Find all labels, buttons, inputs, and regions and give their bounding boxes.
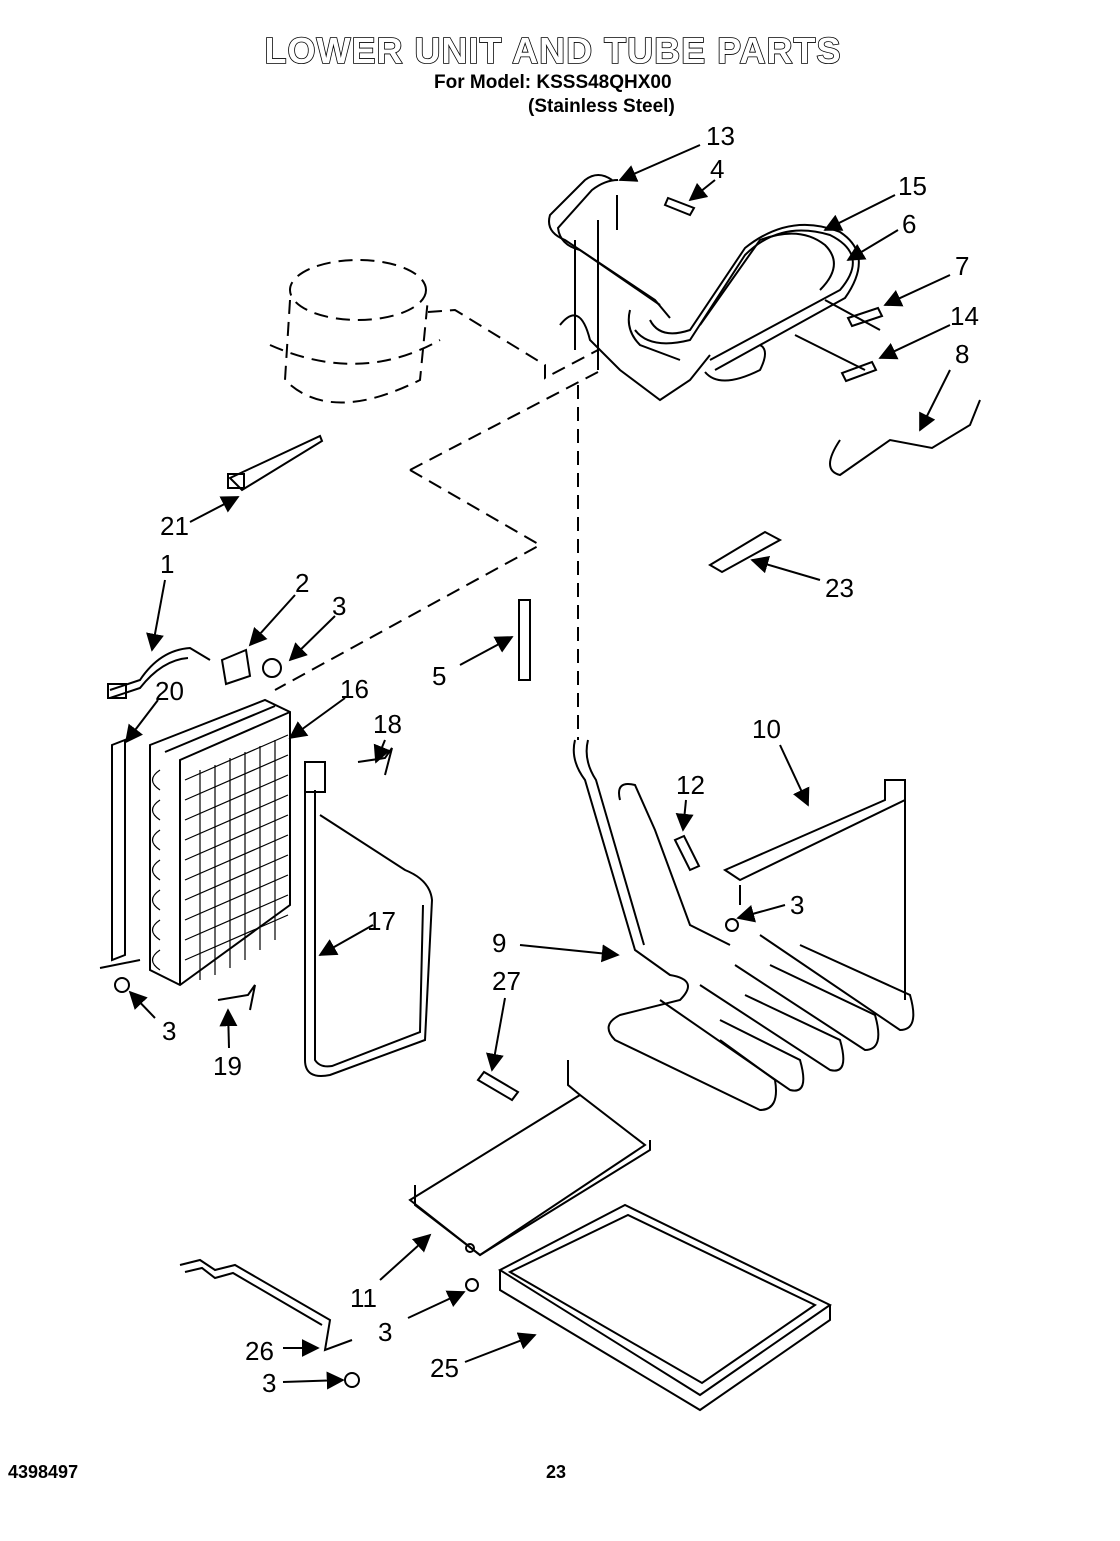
callout-3-tube: 3 xyxy=(262,1368,276,1398)
callout-25: 25 xyxy=(430,1353,459,1383)
callout-18: 18 xyxy=(373,709,402,739)
harness-parts xyxy=(107,646,282,699)
leader-lines xyxy=(124,144,951,1390)
model-variant: (Stainless Steel) xyxy=(528,96,675,117)
model-number: For Model: KSSS48QHX00 xyxy=(434,72,672,93)
callout-10: 10 xyxy=(752,714,781,744)
callout-8: 8 xyxy=(955,339,969,369)
callout-3-condenser: 3 xyxy=(162,1016,176,1046)
tube-sleeves xyxy=(476,196,884,1102)
page-number: 23 xyxy=(546,1462,567,1482)
callout-3-pan: 3 xyxy=(378,1317,392,1347)
callout-16: 16 xyxy=(340,674,369,704)
callout-11: 11 xyxy=(350,1283,377,1313)
callout-5: 5 xyxy=(432,661,446,691)
tube-26 xyxy=(179,1258,360,1388)
page-title: LOWER UNIT AND TUBE PARTS xyxy=(264,29,842,72)
callout-2: 2 xyxy=(295,568,309,598)
tube-assembly-top xyxy=(548,174,881,402)
tube-8 xyxy=(829,399,981,477)
callout-numbers: 13 4 15 6 7 14 8 21 23 1 2 3 5 20 16 18 … xyxy=(155,121,979,1398)
callout-1: 1 xyxy=(160,549,174,579)
heater-17-plug xyxy=(304,761,326,793)
condenser xyxy=(99,698,291,987)
callout-20: 20 xyxy=(155,676,184,706)
drip-tray xyxy=(497,1203,832,1412)
callout-9: 9 xyxy=(492,928,506,958)
callout-4: 4 xyxy=(710,154,724,184)
callout-23: 23 xyxy=(825,573,854,603)
callout-27: 27 xyxy=(492,966,521,996)
document-number: 4398497 xyxy=(8,1462,79,1482)
callout-26: 26 xyxy=(245,1336,274,1366)
callout-14: 14 xyxy=(950,301,979,331)
heater-17-inner xyxy=(314,790,424,1068)
callout-3-heater: 3 xyxy=(790,890,804,920)
callout-21: 21 xyxy=(160,511,189,541)
callout-6: 6 xyxy=(902,209,916,239)
condenser-fins xyxy=(151,734,289,980)
cable-ties xyxy=(227,434,783,574)
drain-pan xyxy=(408,1060,651,1292)
callout-12: 12 xyxy=(676,770,705,800)
heater-17 xyxy=(304,790,434,1077)
drain-heater xyxy=(572,739,915,1112)
callout-19: 19 xyxy=(213,1051,242,1081)
callout-7: 7 xyxy=(955,251,969,281)
callout-15: 15 xyxy=(898,171,927,201)
callout-17: 17 xyxy=(367,906,396,936)
callout-13: 13 xyxy=(706,121,735,151)
compressor-outline xyxy=(269,259,599,740)
callout-3-harness: 3 xyxy=(332,591,346,621)
